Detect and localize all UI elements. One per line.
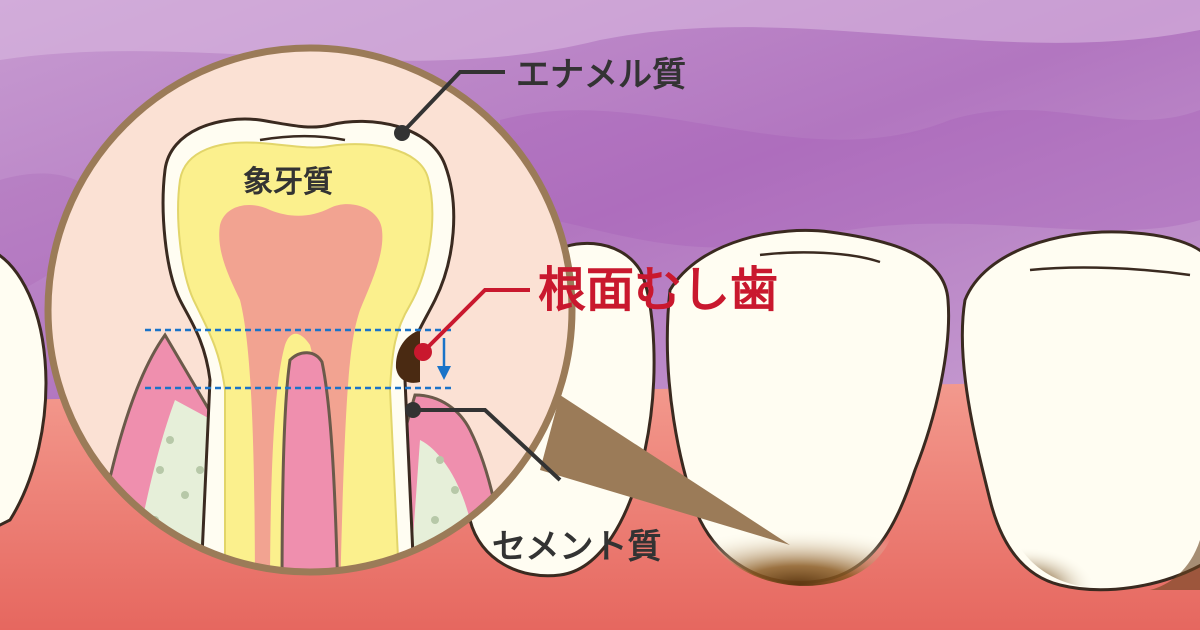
- background-texture: [500, 110, 1200, 248]
- pulp-chamber: [219, 204, 383, 572]
- tooth-right-edge-stain: [1010, 530, 1110, 589]
- dentin-label: 象牙質: [243, 165, 333, 200]
- crown-groove: [259, 135, 346, 142]
- root-caries-label: 根面むし歯: [538, 262, 778, 318]
- tooth-right-middle-groove: [759, 251, 881, 264]
- down-arrow-icon: [437, 338, 451, 380]
- cementum-leader: [405, 402, 562, 482]
- magnifier-frame: [44, 44, 576, 576]
- root-caries-leader: [414, 288, 530, 361]
- tooth-right-edge-groove: [1029, 266, 1191, 277]
- tooth-left-edge: [0, 253, 48, 527]
- magnified-tooth-cross-section: [48, 117, 572, 572]
- tooth-right-edge-stain: [1150, 540, 1200, 590]
- enamel-label: エナメル質: [516, 55, 686, 95]
- caries-lesion: [395, 330, 420, 383]
- root-canal: [280, 351, 340, 572]
- tooth-right-middle-stain: [706, 522, 890, 586]
- enamel-leader: [394, 70, 505, 141]
- magnifier-pointer: [540, 395, 790, 545]
- cementum-label: セメント質: [492, 527, 661, 567]
- tooth-right-edge: [960, 230, 1200, 592]
